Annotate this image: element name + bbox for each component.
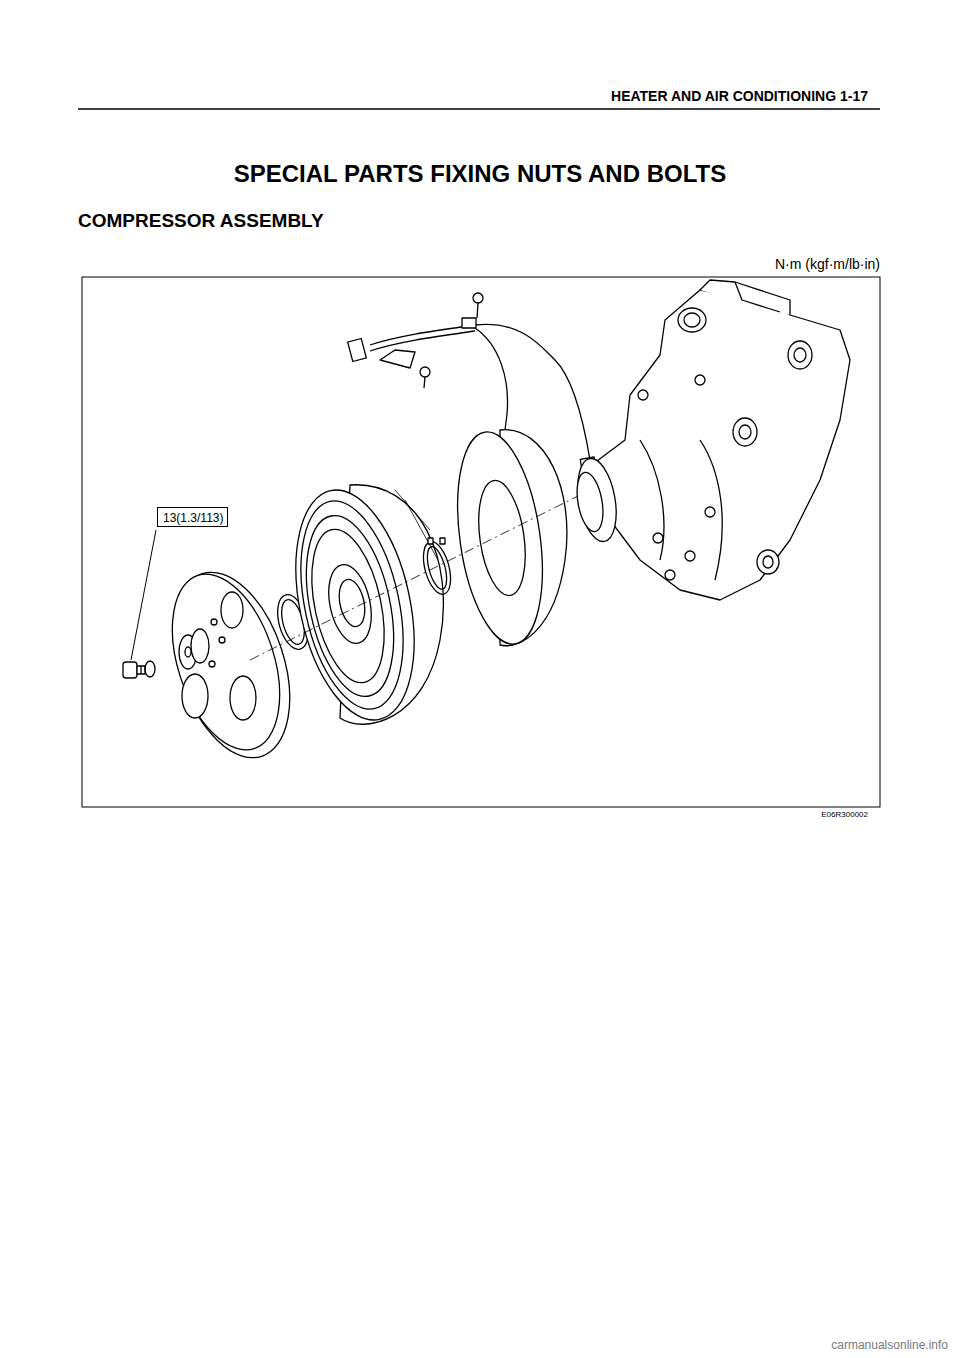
figure-code: E06R300002	[821, 810, 868, 819]
torque-value: 13(1.3/113)	[163, 511, 222, 525]
watermark: carmanualsonline.info	[831, 1338, 948, 1352]
running-header: HEATER AND AIR CONDITIONING 1-17	[611, 88, 868, 104]
figure-frame	[82, 277, 880, 807]
leader-line	[131, 530, 156, 660]
compressor-body	[572, 280, 850, 600]
center-line	[250, 495, 580, 660]
bolt	[123, 661, 155, 678]
torque-callout-box: 13(1.3/113)	[157, 507, 228, 527]
wiring-harness	[348, 293, 598, 481]
snap-ring	[418, 538, 455, 597]
header-rule	[78, 108, 880, 110]
page-title: SPECIAL PARTS FIXING NUTS AND BOLTS	[0, 160, 960, 188]
hub-plate	[152, 558, 311, 773]
section-heading: COMPRESSOR ASSEMBLY	[78, 210, 324, 232]
unit-note: N·m (kgf·m/lb·in)	[775, 256, 880, 272]
